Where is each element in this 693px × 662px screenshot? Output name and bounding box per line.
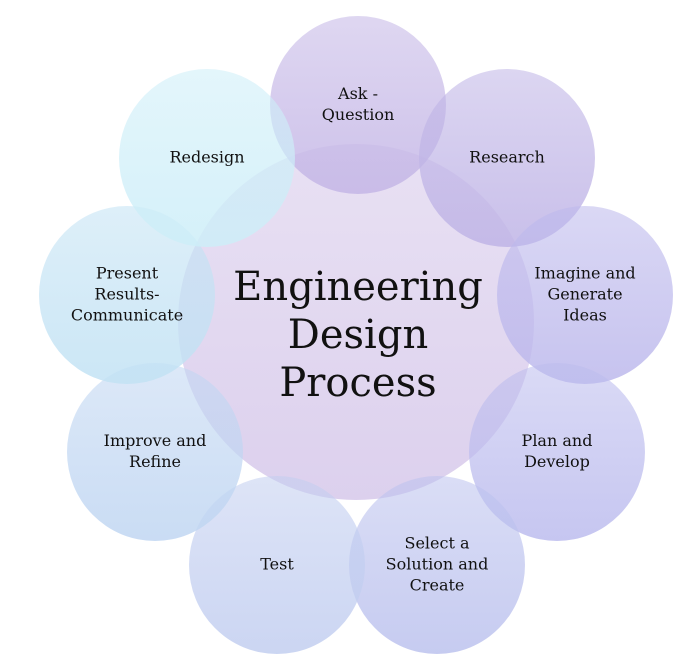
step-circle-select-solution-create	[349, 476, 525, 654]
step-label-plan-develop-line: Plan and	[522, 431, 593, 450]
center-title-line: Engineering	[233, 264, 483, 310]
step-label-research: Research	[469, 148, 545, 167]
step-label-present-results-communicate-line: Results-	[94, 285, 159, 304]
step-label-redesign-line: Redesign	[169, 148, 244, 167]
step-circle-ask-question	[270, 16, 446, 194]
step-label-plan-develop-line: Develop	[524, 452, 590, 471]
step-label-select-solution-create-line: Solution and	[386, 555, 489, 574]
step-label-imagine-generate-ideas-line: Imagine and	[534, 264, 635, 283]
step-label-improve-refine-line: Refine	[129, 452, 181, 471]
step-label-select-solution-create-line: Create	[410, 576, 465, 595]
step-label-ask-question: Ask - Question	[322, 84, 395, 124]
step-label-ask-question-line: Ask -	[337, 84, 378, 103]
step-label-research-line: Research	[469, 148, 545, 167]
center-title-line: Process	[279, 360, 436, 406]
step-circle-present-results-communicate	[39, 206, 215, 384]
step-label-ask-question-line: Question	[322, 105, 395, 124]
center-title-line: Design	[288, 312, 428, 358]
step-circle-plan-develop	[469, 363, 645, 541]
circles-layer	[39, 16, 673, 654]
step-label-test: Test	[260, 555, 294, 574]
step-circle-imagine-generate-ideas	[497, 206, 673, 384]
step-label-present-results-communicate-line: Communicate	[71, 306, 183, 325]
step-circle-improve-refine	[67, 363, 243, 541]
step-label-improve-refine-line: Improve and	[104, 431, 207, 450]
center-circle	[178, 144, 534, 500]
step-label-select-solution-create-line: Select a	[404, 534, 469, 553]
step-label-present-results-communicate-line: Present	[96, 264, 159, 283]
step-circle-research	[419, 69, 595, 247]
step-label-test-line: Test	[260, 555, 294, 574]
step-circle-redesign	[119, 69, 295, 247]
step-circle-test	[189, 476, 365, 654]
step-label-redesign: Redesign	[169, 148, 244, 167]
step-label-imagine-generate-ideas-line: Generate	[547, 285, 622, 304]
step-label-imagine-generate-ideas-line: Ideas	[563, 306, 607, 325]
